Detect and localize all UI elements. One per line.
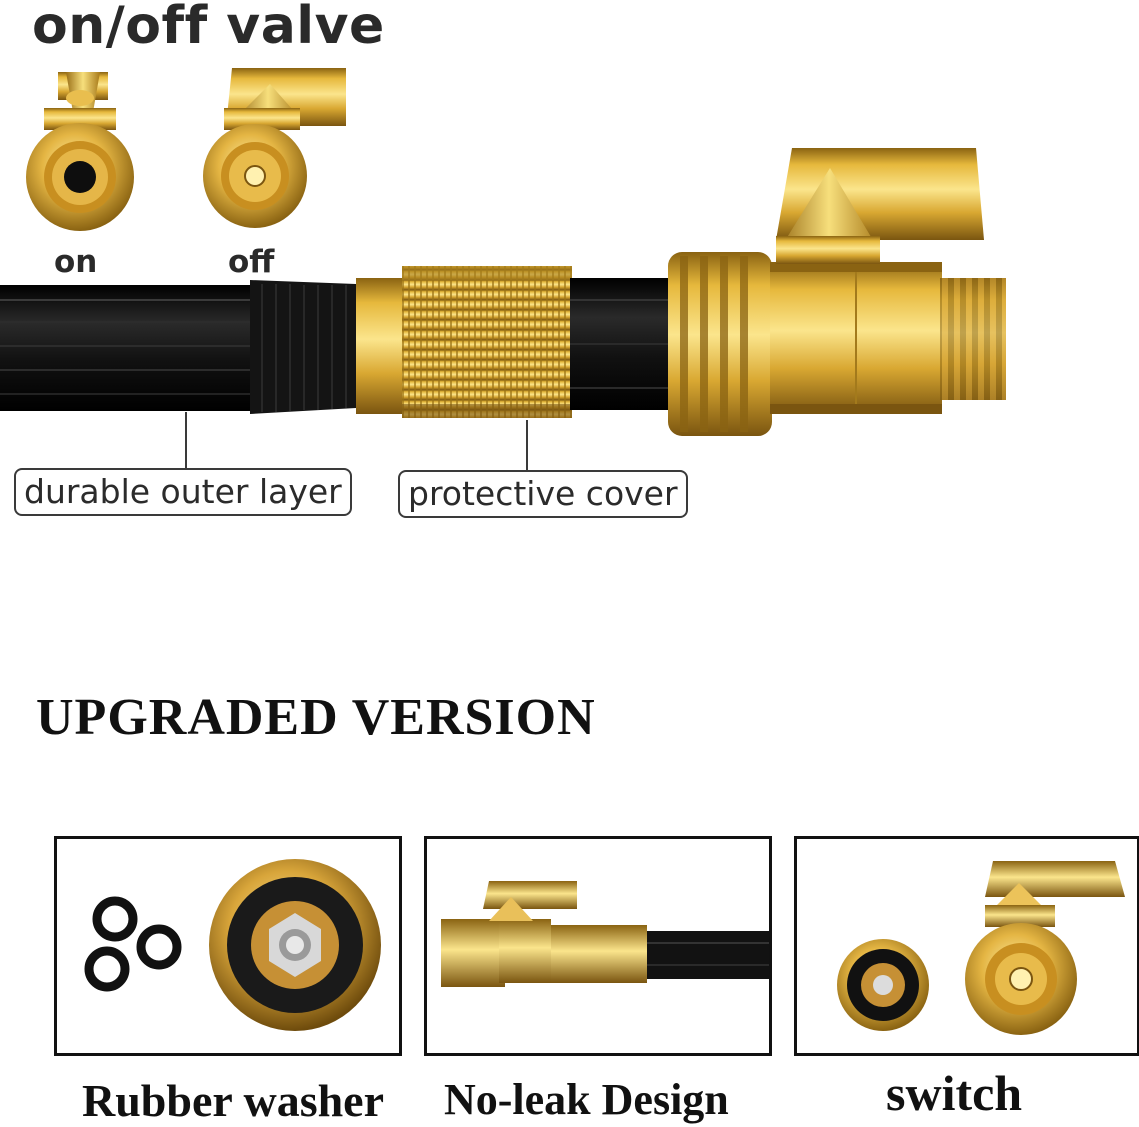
fitting-end-icon [209, 859, 381, 1031]
caption-switch: switch [886, 1065, 1023, 1121]
protective-cover-sleeve [402, 266, 572, 418]
no-leak-hose-image [441, 881, 769, 987]
callout-durable-outer-layer: durable outer layer [14, 468, 352, 516]
washer-rings-icon [84, 896, 182, 992]
caption-no-leak-design: No-leak Design [444, 1075, 729, 1124]
valve-main [668, 148, 1006, 436]
valve-on-label: on [54, 244, 98, 280]
hose-segment [570, 278, 674, 410]
panel-switch [794, 836, 1139, 1056]
page-title: on/off valve [32, 0, 385, 56]
hose [0, 280, 356, 414]
valve-off-icon [203, 68, 346, 228]
callout-protective-cover: protective cover [398, 470, 688, 518]
section-title: UPGRADED VERSION [36, 689, 596, 746]
panel-rubber-washer [54, 836, 402, 1056]
valve-off-label: off [228, 244, 275, 280]
switch-valve-image [837, 861, 1125, 1035]
hose-valve-illustration [0, 68, 1006, 472]
caption-rubber-washer: Rubber washer [82, 1075, 385, 1126]
fitting-end-small-icon [837, 939, 929, 1031]
rubber-washer-image [84, 859, 381, 1031]
valve-on-icon [26, 72, 134, 231]
panel-no-leak-design [424, 836, 772, 1056]
brass-ring [356, 278, 404, 414]
switch-valve-icon [965, 861, 1125, 1035]
